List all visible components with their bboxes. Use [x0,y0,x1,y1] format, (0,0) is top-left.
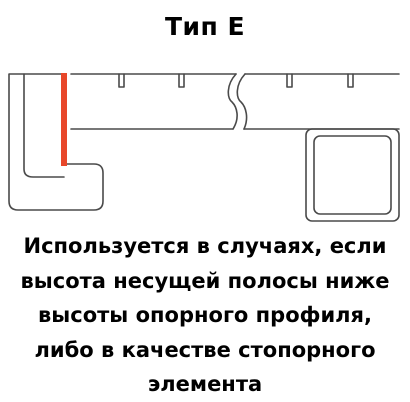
break-line-left [227,73,238,130]
break-line-right [236,73,248,130]
bearing-bar-left [70,73,237,130]
highlighted-bearing-bar [61,73,67,166]
cross-bar-notches [118,73,354,88]
bearing-bar-right [243,73,400,130]
caption-line: высоты опорного профиля, [37,303,373,327]
support-profile-outer [8,73,104,211]
stopper-tube-inner [313,135,392,215]
caption-line: либо в качестве стопорного [34,337,376,362]
caption-line: высота несущей полосы ниже [20,268,390,293]
caption-line: элемента [147,372,263,396]
support-profile-inner [23,73,65,178]
grating-diagram [8,73,400,222]
diagram-caption: Используется в случаях, если высота несу… [0,229,410,402]
stopper-tube-outer [305,128,400,222]
caption-line: Используется в случаях, если [23,234,387,258]
page-title: Тип Е [164,12,246,41]
